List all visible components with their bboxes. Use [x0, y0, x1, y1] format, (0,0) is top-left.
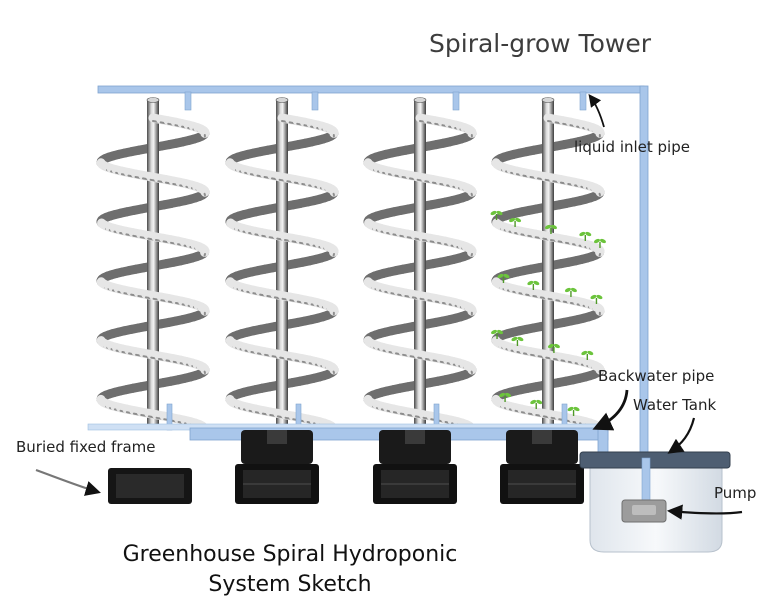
label-frame: Buried fixed frame	[16, 438, 156, 456]
buried-frame	[108, 468, 192, 504]
tank-inlet-pipe	[641, 457, 651, 507]
water-tank	[579, 451, 731, 553]
spiral-front	[96, 113, 210, 431]
arrow-frame	[35, 468, 101, 496]
caption-line-1: Greenhouse Spiral Hydroponic	[123, 542, 458, 567]
tower-base	[500, 430, 584, 504]
caption-line-2: System Sketch	[208, 572, 371, 597]
arrow-pump	[666, 504, 743, 520]
tower-pole	[147, 100, 159, 430]
base-group	[108, 430, 584, 504]
tower-base	[373, 430, 457, 504]
label-backwater-pipe: Backwater pipe	[598, 367, 714, 385]
label-pump: Pump	[714, 484, 756, 502]
tower-1	[96, 97, 210, 431]
tower-pole	[542, 100, 554, 430]
spiral-front	[363, 113, 477, 431]
tower-2	[225, 97, 339, 431]
tower-pole	[276, 100, 288, 430]
tower-3	[363, 97, 477, 431]
plants	[490, 210, 606, 416]
diagram-title: Spiral-grow Tower	[429, 29, 652, 58]
arrow-water-tank	[667, 417, 696, 454]
label-water-tank: Water Tank	[633, 396, 716, 414]
tower-base	[235, 430, 319, 504]
tower-pole	[414, 100, 426, 430]
arrow-backwater-pipe	[592, 389, 629, 431]
arrow-inlet-pipe	[588, 93, 605, 128]
spiral-front	[225, 113, 339, 431]
tower-4	[490, 97, 606, 431]
spiral-front	[491, 113, 605, 431]
label-inlet-pipe: liquid inlet pipe	[574, 138, 690, 156]
tower-group	[96, 97, 606, 431]
